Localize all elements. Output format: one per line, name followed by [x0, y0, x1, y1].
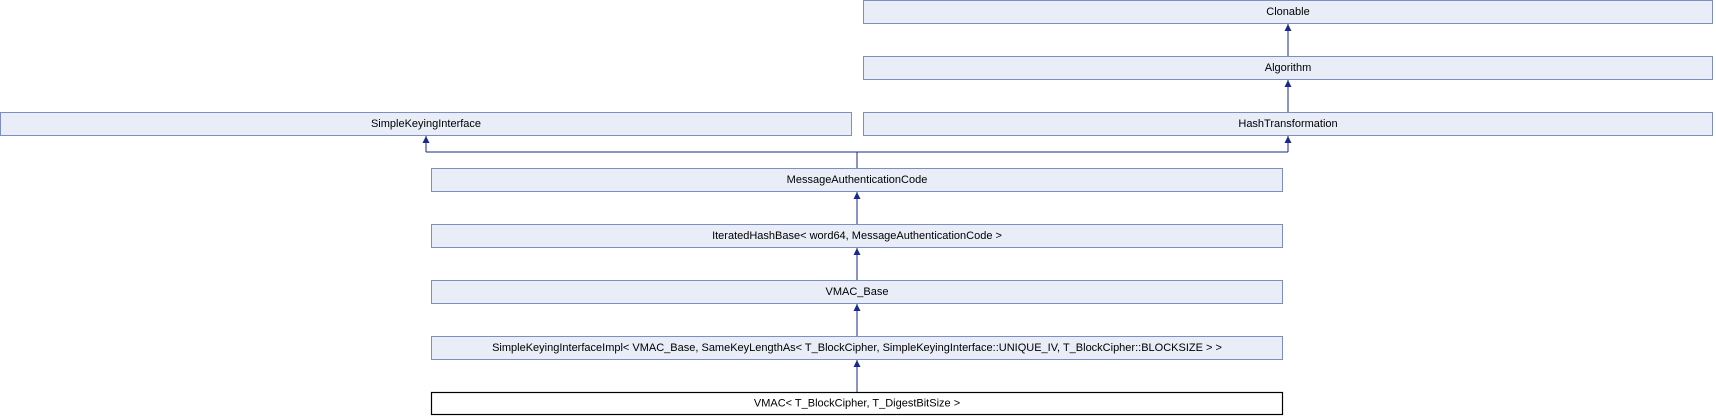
- node-label: VMAC_Base: [826, 286, 889, 298]
- arrow-head: [1284, 80, 1292, 87]
- node-label: SimpleKeyingInterface: [371, 118, 481, 130]
- node-label: MessageAuthenticationCode: [787, 174, 928, 186]
- node-vmac-base[interactable]: VMAC_Base: [431, 280, 1283, 304]
- arrow-head: [1284, 24, 1292, 31]
- node-vmac-current: VMAC< T_BlockCipher, T_DigestBitSize >: [430, 391, 1284, 416]
- node-label: Clonable: [1266, 6, 1309, 18]
- edge-mac-bases: [425, 136, 1289, 168]
- node-label: Algorithm: [1265, 62, 1311, 74]
- node-label: SimpleKeyingInterfaceImpl< VMAC_Base, Sa…: [492, 342, 1222, 354]
- node-label: VMAC< T_BlockCipher, T_DigestBitSize >: [754, 398, 960, 410]
- node-label: IteratedHashBase< word64, MessageAuthent…: [712, 230, 1002, 242]
- node-message-authentication-code[interactable]: MessageAuthenticationCode: [431, 168, 1283, 192]
- node-simple-keying-interface-impl[interactable]: SimpleKeyingInterfaceImpl< VMAC_Base, Sa…: [431, 336, 1283, 360]
- edges: [422, 24, 1292, 392]
- node-label: HashTransformation: [1238, 118, 1337, 130]
- node-simple-keying-interface[interactable]: SimpleKeyingInterface: [0, 112, 852, 136]
- node-clonable[interactable]: Clonable: [863, 0, 1713, 24]
- node-iterated-hash-base[interactable]: IteratedHashBase< word64, MessageAuthent…: [431, 224, 1283, 248]
- arrow-head: [853, 304, 861, 311]
- arrow-head: [853, 248, 861, 255]
- node-algorithm[interactable]: Algorithm: [863, 56, 1713, 80]
- arrow-head: [1284, 136, 1292, 143]
- arrow-head: [422, 136, 430, 143]
- arrow-head: [853, 192, 861, 199]
- arrow-head: [853, 360, 861, 367]
- node-hash-transformation[interactable]: HashTransformation: [863, 112, 1713, 136]
